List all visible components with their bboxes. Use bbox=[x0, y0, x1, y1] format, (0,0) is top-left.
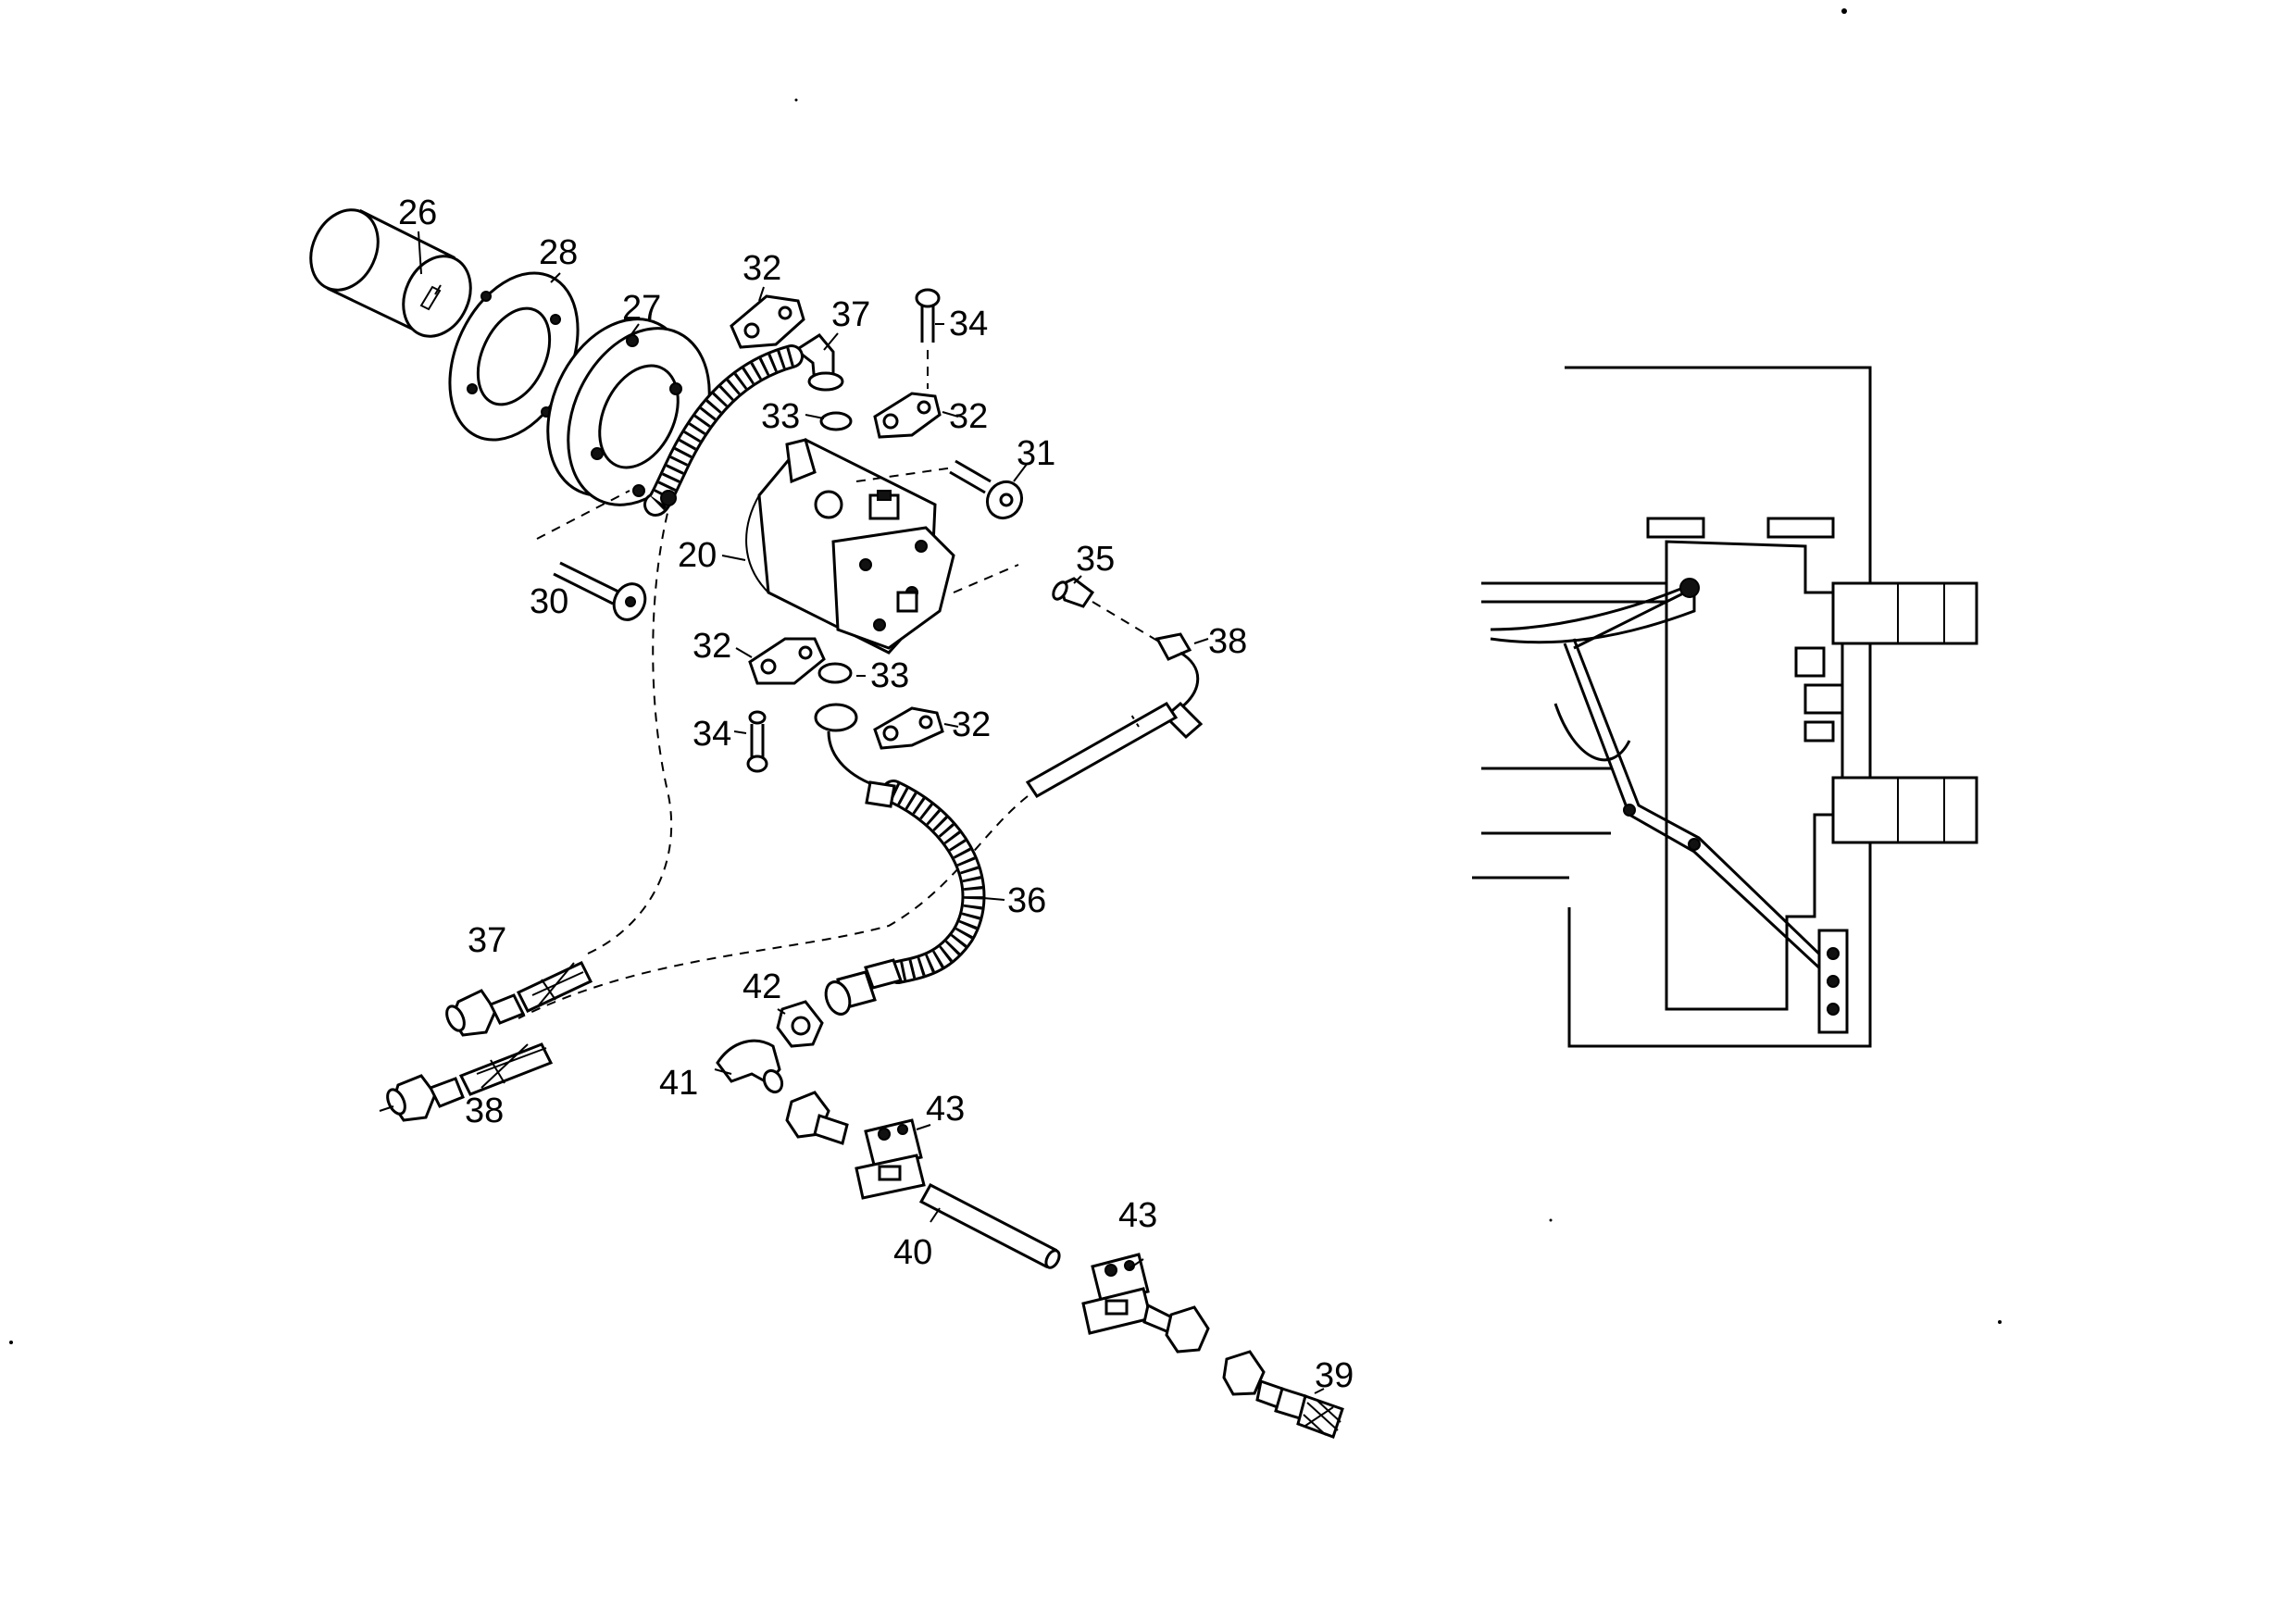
callout-33: 33 bbox=[761, 397, 800, 436]
callout-42: 42 bbox=[742, 967, 781, 1006]
callout-32: 32 bbox=[742, 249, 781, 288]
callout-38: 38 bbox=[465, 1092, 504, 1130]
callout-26: 26 bbox=[398, 193, 437, 232]
part-40-tube bbox=[918, 1182, 1061, 1269]
part-33-oring-upper bbox=[819, 411, 853, 431]
callout-35: 35 bbox=[1076, 540, 1115, 579]
callout-38: 38 bbox=[1208, 622, 1247, 661]
callout-39: 39 bbox=[1315, 1356, 1354, 1395]
callout-37: 37 bbox=[468, 921, 506, 960]
callout-30: 30 bbox=[530, 582, 568, 621]
scan-marks bbox=[9, 8, 2002, 1344]
pump-exploded-view bbox=[309, 208, 1344, 1439]
part-31-bolt bbox=[855, 459, 1024, 520]
part-37-elbow-top bbox=[793, 333, 844, 392]
part-32-clamp-upper-right bbox=[873, 392, 942, 439]
fitting-adapter-left bbox=[785, 1091, 849, 1145]
fitting-adapter-right bbox=[1142, 1303, 1210, 1354]
part-32-clamp-lower-right bbox=[873, 706, 944, 750]
part-43-clamp-left bbox=[855, 1118, 926, 1200]
leader-lines bbox=[418, 231, 1325, 1394]
part-28-gasket bbox=[448, 271, 580, 442]
callout-33: 33 bbox=[870, 656, 909, 695]
part-26-cylinder bbox=[309, 208, 472, 338]
hose-37-lower bbox=[445, 508, 673, 1037]
hose-38-right bbox=[518, 632, 1204, 1019]
hose-38-lower bbox=[379, 1042, 554, 1122]
callout-32: 32 bbox=[952, 705, 991, 744]
installation-location-view bbox=[1472, 366, 1978, 1048]
part-20-pump bbox=[745, 438, 955, 655]
callout-43: 43 bbox=[926, 1090, 965, 1129]
callout-20: 20 bbox=[678, 536, 717, 575]
callout-41: 41 bbox=[659, 1064, 698, 1103]
callout-43: 43 bbox=[1118, 1196, 1157, 1235]
part-41-elbow bbox=[716, 1039, 784, 1094]
part-35-adapter bbox=[953, 564, 1163, 644]
callout-27: 27 bbox=[622, 289, 661, 328]
callout-32: 32 bbox=[949, 397, 988, 436]
part-42-nut bbox=[776, 1000, 824, 1048]
part-32-clamp-lower-left bbox=[748, 637, 826, 685]
part-43-clamp-right bbox=[1081, 1253, 1153, 1335]
hose-36 bbox=[814, 703, 986, 1016]
callout-40: 40 bbox=[893, 1233, 932, 1272]
part-32-clamp-top bbox=[730, 294, 805, 349]
part-30-bolt bbox=[536, 490, 647, 621]
callout-labels: 26 28 27 32 37 34 33 32 31 20 30 35 38 3… bbox=[398, 193, 1354, 1395]
callout-34: 34 bbox=[693, 715, 731, 754]
callout-34: 34 bbox=[949, 305, 988, 343]
callout-32: 32 bbox=[693, 627, 731, 666]
callout-31: 31 bbox=[1017, 434, 1055, 473]
part-34-bolt-lower bbox=[746, 710, 768, 773]
callout-37: 37 bbox=[831, 295, 870, 334]
part-34-bolt-upper bbox=[915, 288, 941, 389]
hose-37-upper bbox=[643, 344, 804, 517]
callout-28: 28 bbox=[539, 233, 578, 272]
callout-36: 36 bbox=[1007, 881, 1046, 920]
part-39-connector bbox=[1222, 1350, 1344, 1439]
part-33-oring-lower bbox=[817, 662, 853, 684]
